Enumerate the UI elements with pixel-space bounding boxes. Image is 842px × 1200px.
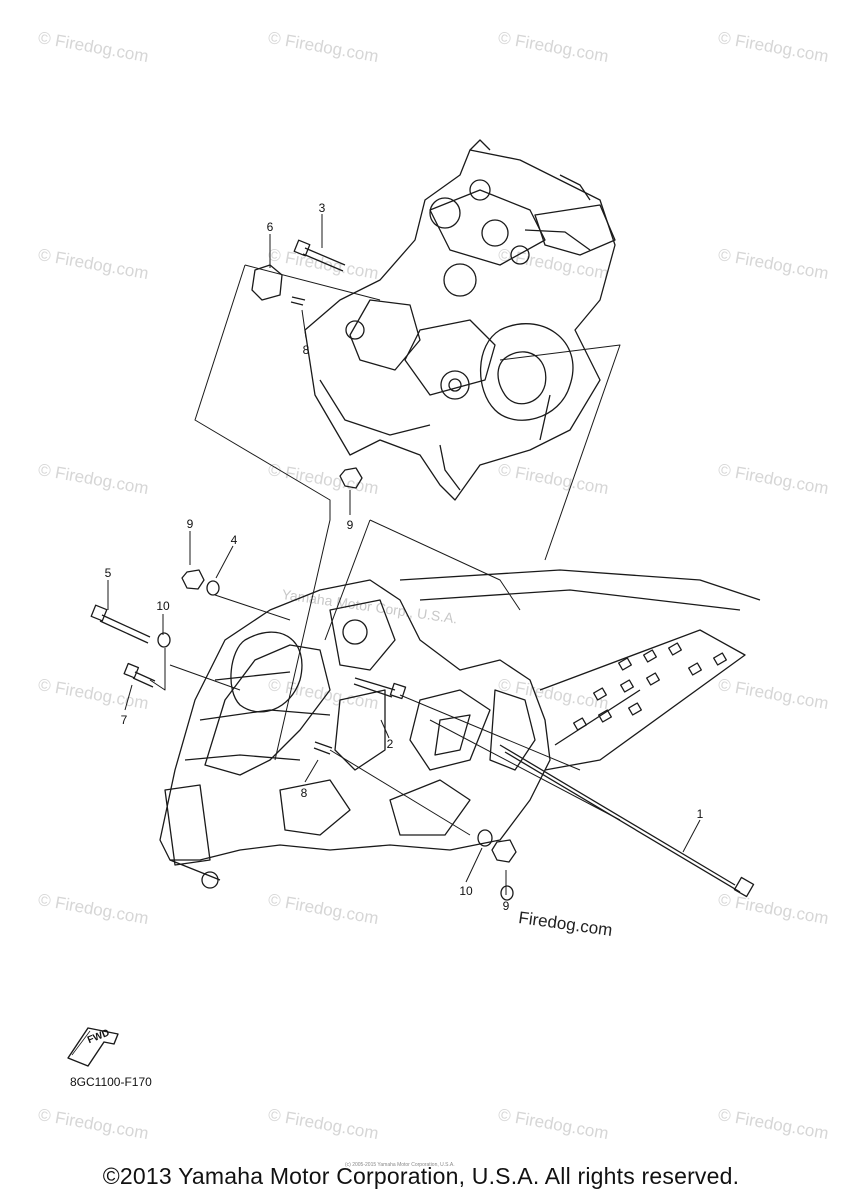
- callout-9: 9: [502, 899, 510, 913]
- callout-10: 10: [156, 599, 170, 613]
- callout-10: 10: [459, 884, 473, 898]
- diagram-reference-code: 8GC1100-F170: [70, 1075, 152, 1089]
- stud-8-lower: [313, 741, 333, 755]
- fwd-arrow: [67, 1027, 119, 1067]
- bolt-3: [293, 239, 346, 272]
- washers: [157, 580, 514, 901]
- copyright-footer: ©2013 Yamaha Motor Corporation, U.S.A. A…: [102, 1163, 740, 1189]
- bolt-5: [90, 604, 151, 644]
- tiny-notice: (c) 2005-2015 Yamaha Motor Corporation, …: [345, 1162, 455, 1168]
- callout-8: 8: [302, 343, 310, 357]
- stud-2: [353, 677, 407, 700]
- tunnel-slots: [573, 642, 727, 731]
- frame-drawing: [159, 569, 761, 889]
- callout-1: 1: [696, 807, 704, 821]
- callout-8: 8: [300, 786, 308, 800]
- callout-2: 2: [386, 737, 394, 751]
- nut-9: [181, 467, 517, 863]
- leader-lines: [107, 214, 701, 895]
- reference-lines: [149, 264, 621, 836]
- callout-9: 9: [186, 517, 194, 531]
- bolt-long: [499, 744, 755, 898]
- callout-7: 7: [120, 713, 128, 727]
- callout-3: 3: [318, 201, 326, 215]
- callout-6: 6: [266, 220, 274, 234]
- callout-9: 9: [346, 518, 354, 532]
- bolt-7: [123, 662, 156, 688]
- engine-drawing: [304, 139, 616, 501]
- stud-8-upper: [290, 296, 306, 306]
- callout-5: 5: [104, 566, 112, 580]
- callout-4: 4: [230, 533, 238, 547]
